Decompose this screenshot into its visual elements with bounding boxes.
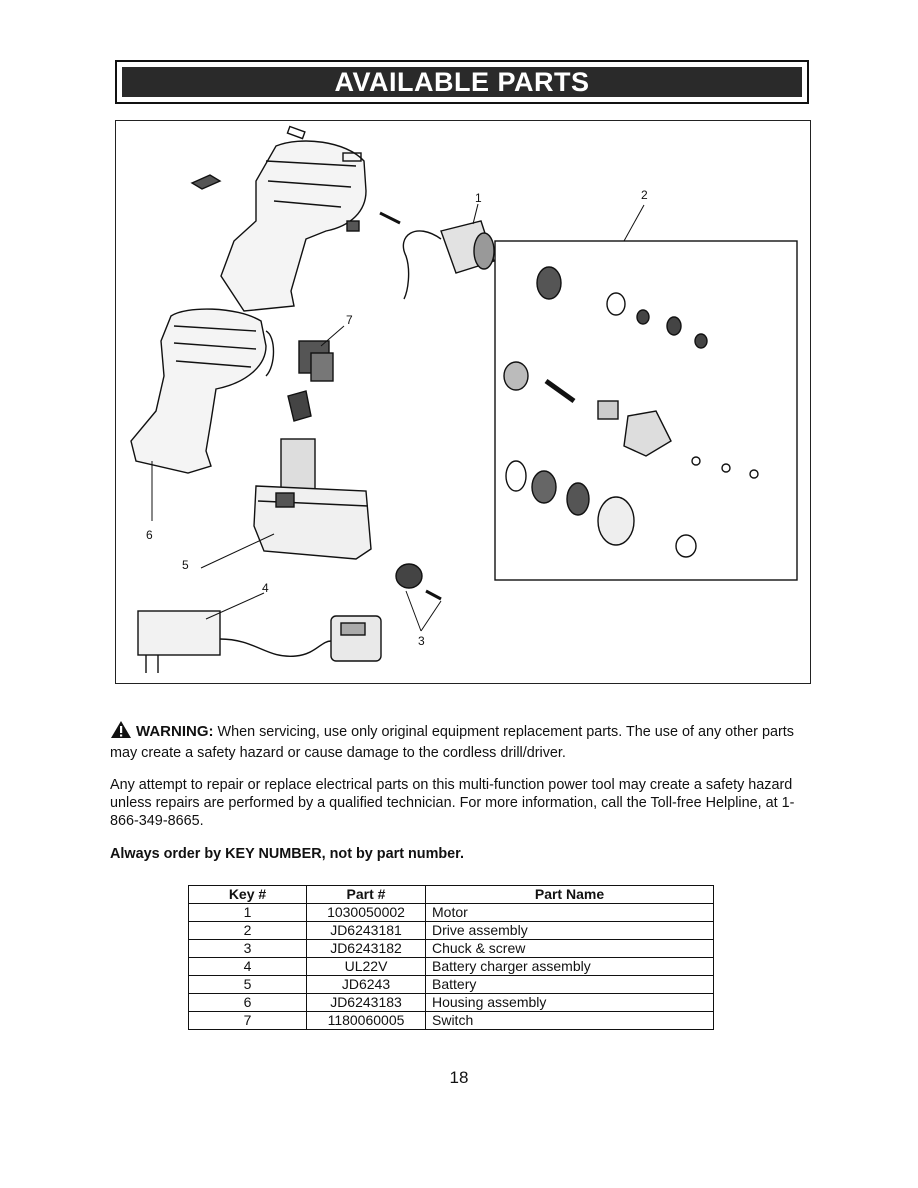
housing-half-upper [220, 125, 367, 312]
cell-key: 6 [188, 993, 307, 1012]
exploded-view-drawing: 1 2 3 4 5 6 7 [130, 125, 798, 673]
callout-5: 5 [182, 558, 189, 572]
cell-key: 4 [188, 957, 307, 976]
warning-label: WARNING: [136, 723, 214, 740]
callout-6: 6 [146, 528, 153, 542]
cell-key: 3 [188, 939, 307, 958]
cell-key: 2 [188, 921, 307, 940]
order-note: Always order by KEY NUMBER, not by part … [110, 846, 464, 862]
cell-part-number: 1180060005 [306, 1011, 426, 1030]
leader-lines [151, 203, 645, 632]
header-part-name: Part Name [425, 885, 714, 904]
callout-1: 1 [475, 191, 482, 205]
warning-paragraph: WARNING: When servicing, use only origin… [110, 720, 810, 762]
cell-part-number: JD6243 [306, 975, 426, 994]
callout-3: 3 [418, 634, 425, 648]
battery-part [253, 438, 372, 560]
title-banner: AVAILABLE PARTS [115, 60, 809, 104]
cell-part-number: UL22V [306, 957, 426, 976]
parts-diagram: 1 2 3 4 5 6 7 [115, 120, 811, 684]
cell-part-number: JD6243182 [306, 939, 426, 958]
page-number: 18 [449, 1068, 469, 1087]
table-row: 2 JD6243181 Drive assembly [188, 921, 714, 940]
cell-part-name: Battery [425, 975, 714, 994]
cell-key: 1 [188, 903, 307, 922]
info-paragraph: Any attempt to repair or replace electri… [110, 777, 795, 829]
cell-part-number: JD6243181 [306, 921, 426, 940]
cell-part-name: Chuck & screw [425, 939, 714, 958]
drive-assembly [494, 240, 798, 581]
charger-part [137, 610, 382, 673]
callout-4: 4 [262, 581, 269, 595]
cell-key: 7 [188, 1011, 307, 1030]
motor-part [346, 211, 495, 300]
cell-part-name: Housing assembly [425, 993, 714, 1012]
cell-key: 5 [188, 975, 307, 994]
cell-part-name: Switch [425, 1011, 714, 1030]
warning-text: When servicing, use only original equipm… [110, 724, 794, 761]
parts-table: Key # Part # Part Name 1 1030050002 Moto… [188, 885, 714, 1030]
chuck-part [395, 563, 442, 601]
cell-part-name: Motor [425, 903, 714, 922]
cell-part-number: 1030050002 [306, 903, 426, 922]
header-part-number: Part # [306, 885, 426, 904]
table-row: 7 1180060005 Switch [188, 1011, 714, 1030]
cell-part-name: Battery charger assembly [425, 957, 714, 976]
housing-half-lower [130, 308, 275, 474]
cell-part-name: Drive assembly [425, 921, 714, 940]
table-row: 6 JD6243183 Housing assembly [188, 993, 714, 1012]
switch-part [287, 340, 334, 422]
table-row: 1 1030050002 Motor [188, 903, 714, 922]
cell-part-number: JD6243183 [306, 993, 426, 1012]
page-title: AVAILABLE PARTS [334, 66, 590, 97]
title-banner-fill: AVAILABLE PARTS [122, 67, 802, 97]
callout-7: 7 [346, 313, 353, 327]
clip-part [190, 174, 222, 190]
table-row: 4 UL22V Battery charger assembly [188, 957, 714, 976]
table-row: 5 JD6243 Battery [188, 975, 714, 994]
callout-2: 2 [641, 188, 648, 202]
table-row: 3 JD6243182 Chuck & screw [188, 939, 714, 958]
warning-triangle-icon [110, 720, 132, 744]
header-key: Key # [188, 885, 307, 904]
table-header-row: Key # Part # Part Name [188, 885, 714, 904]
